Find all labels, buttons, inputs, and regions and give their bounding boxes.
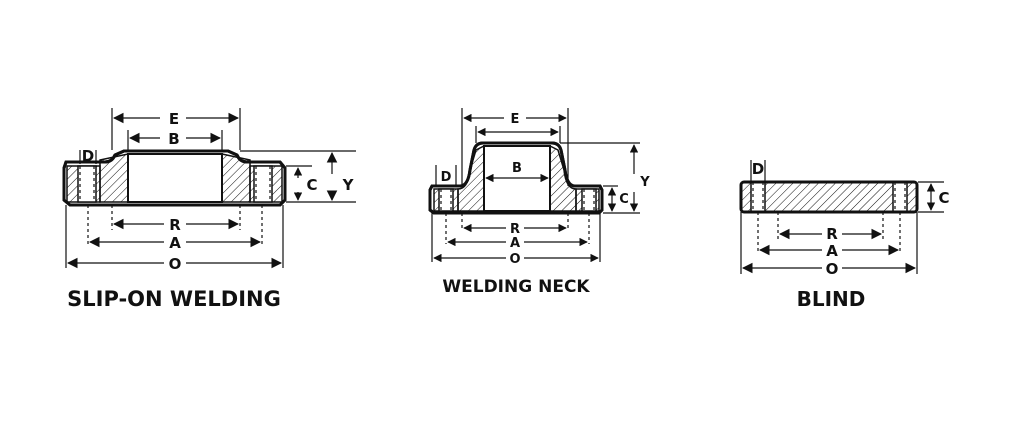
blind-label-c: C — [938, 189, 949, 207]
welding-neck-caption: WELDING NECK — [442, 277, 590, 297]
welding-neck-diagram: E B D C Y R A O WELDING NECK — [428, 108, 650, 297]
blind-label-o: O — [826, 260, 839, 278]
blind-label-d: D — [752, 160, 764, 178]
slip-on-caption: SLIP-ON WELDING — [67, 287, 281, 311]
welding-neck-label-y: Y — [639, 175, 650, 190]
blind-diagram: D C R A O BLIND — [739, 160, 950, 311]
welding-neck-label-r: R — [510, 222, 520, 237]
slip-on-welding-diagram: E B D C Y R A O SLIP-ON WELDING — [62, 108, 356, 311]
welding-neck-label-c: C — [619, 192, 629, 207]
slip-on-label-r: R — [169, 216, 181, 234]
blind-label-a: A — [826, 242, 838, 260]
blind-caption: BLIND — [797, 287, 866, 311]
slip-on-label-e: E — [169, 110, 179, 128]
welding-neck-label-b: B — [512, 161, 522, 176]
slip-on-label-c: C — [306, 176, 317, 194]
slip-on-label-y: Y — [342, 176, 355, 194]
slip-on-label-a: A — [169, 234, 181, 252]
welding-neck-label-a: A — [510, 236, 520, 251]
welding-neck-label-d: D — [441, 170, 452, 185]
blind-label-r: R — [826, 225, 838, 243]
slip-on-label-d: D — [82, 147, 94, 165]
slip-on-label-b: B — [168, 130, 179, 148]
slip-on-label-o: O — [169, 255, 182, 273]
welding-neck-label-o: O — [509, 252, 520, 267]
welding-neck-label-e: E — [511, 112, 520, 127]
